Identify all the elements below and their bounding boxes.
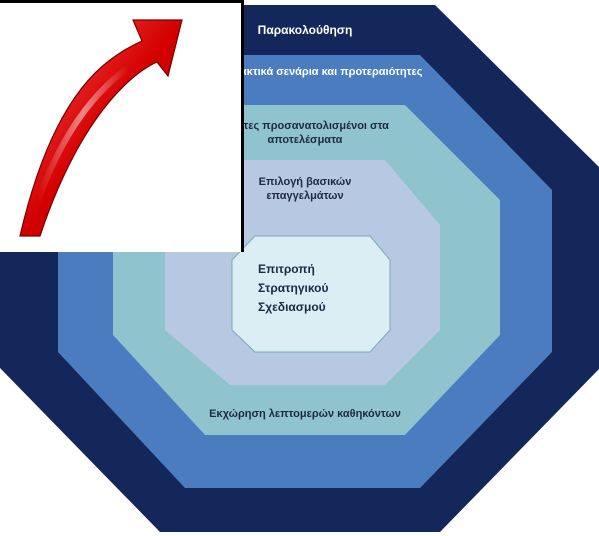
label-monitoring: Παρακολούθηση [257, 23, 353, 37]
label-center: Επιτροπή Στρατηγικού Σχεδιασμού [258, 260, 378, 318]
label-key-professions: Επιλογή βασικών επαγγελμάτων [258, 176, 352, 202]
label-scenarios: Εναλλακτικά σενάρια και προτεραιότητες [207, 66, 423, 78]
center-line-2: Στρατηγικού [258, 281, 329, 296]
curved-red-arrow-icon [0, 0, 244, 252]
label-indicators: Δείκτες προσανατολισμένοι στα αποτελέσμα… [221, 120, 389, 146]
label-task-assignment: Εκχώρηση λεπτομερών καθηκόντων [209, 408, 401, 420]
center-line-3: Σχεδιασμού [258, 300, 326, 315]
center-line-1: Επιτροπή [258, 262, 315, 276]
center-octagon [231, 235, 391, 353]
